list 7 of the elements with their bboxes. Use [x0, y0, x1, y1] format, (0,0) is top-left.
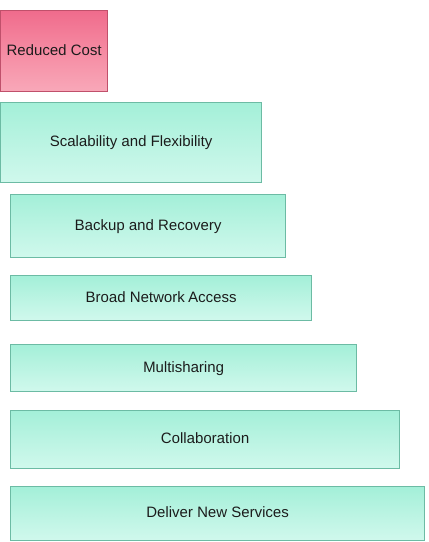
- process-box: Multisharing: [10, 344, 357, 392]
- process-box: Reduced Cost: [0, 10, 108, 92]
- process-box: Scalability and Flexibility: [0, 102, 262, 183]
- process-box: Backup and Recovery: [10, 194, 286, 258]
- process-box: Deliver New Services: [10, 486, 425, 541]
- process-box: Broad Network Access: [10, 275, 312, 321]
- process-box: Collaboration: [10, 410, 400, 469]
